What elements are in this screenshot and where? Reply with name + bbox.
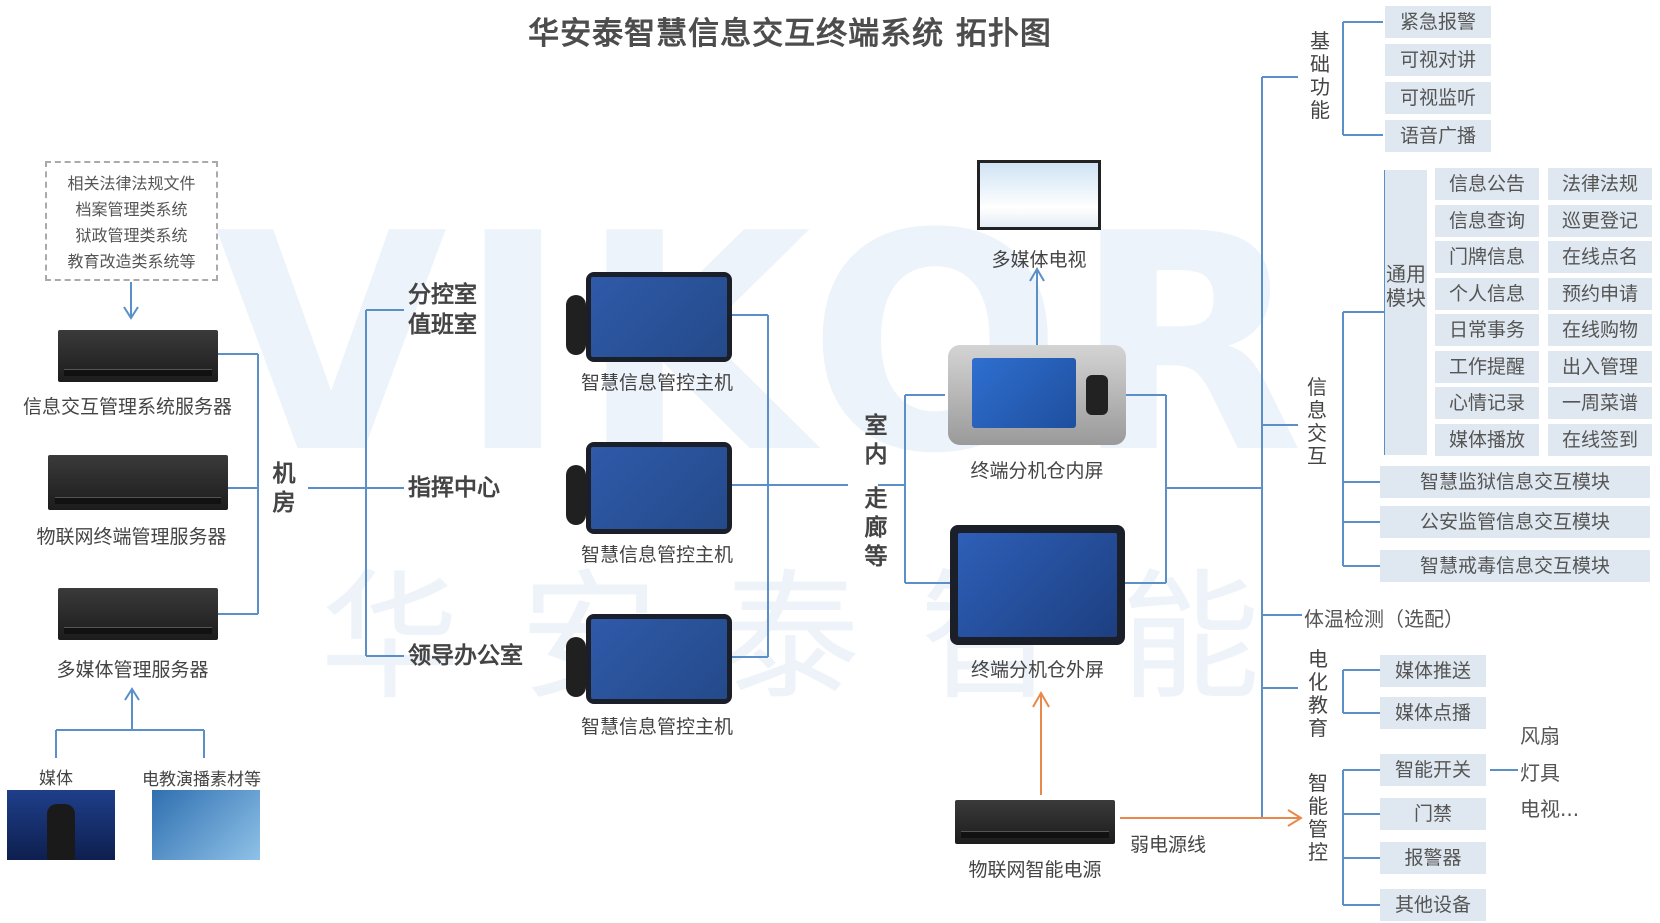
video-intercom-button[interactable]: 可视对讲 xyxy=(1385,44,1491,76)
module-button[interactable]: 门牌信息 xyxy=(1435,241,1539,273)
server-label: 信息交互管理系统服务器 xyxy=(0,392,255,419)
external-system-item: 教育改造类系统等 xyxy=(47,249,216,275)
power-label: 物联网智能电源 xyxy=(950,855,1120,882)
module-button[interactable]: 在线点名 xyxy=(1548,241,1652,273)
smart-control-label: 智能管控 xyxy=(1306,772,1330,864)
info-interaction-label: 信息交互 xyxy=(1305,376,1329,468)
weak-line-label: 弱电源线 xyxy=(1130,830,1206,857)
module-button[interactable]: 一周菜谱 xyxy=(1548,387,1652,419)
external-system-item: 档案管理类系统 xyxy=(47,197,216,223)
handset-icon xyxy=(566,295,586,355)
module-button[interactable]: 日常事务 xyxy=(1435,314,1539,346)
host-screen-icon xyxy=(586,272,732,362)
inner-screen-label: 终端分机仓内屏 xyxy=(950,456,1124,483)
control-room-leader: 领导办公室 xyxy=(408,641,523,671)
host-label: 智慧信息管控主机 xyxy=(560,712,754,739)
rehab-module-button[interactable]: 智慧戒毒信息交互模块 xyxy=(1380,550,1650,582)
module-button[interactable]: 法律法规 xyxy=(1548,168,1652,200)
device-fan-label: 风扇 xyxy=(1520,720,1560,749)
edu-label: 电化教育 xyxy=(1306,648,1330,740)
alarm-device-button[interactable]: 报警器 xyxy=(1380,842,1486,874)
media-label: 媒体 xyxy=(39,764,73,789)
external-system-item: 相关法律法规文件 xyxy=(47,171,216,197)
host-screen-icon xyxy=(586,442,732,534)
power-device-icon xyxy=(955,800,1115,844)
handset-icon xyxy=(566,637,586,697)
module-button[interactable]: 工作提醒 xyxy=(1435,351,1539,383)
module-button[interactable]: 个人信息 xyxy=(1435,278,1539,310)
server-label: 多媒体管理服务器 xyxy=(0,655,265,682)
general-module-col2: 法律法规 巡更登记 在线点名 预约申请 在线购物 出入管理 一周菜谱 在线签到 xyxy=(1548,168,1652,456)
module-button[interactable]: 巡更登记 xyxy=(1548,205,1652,237)
module-button[interactable]: 出入管理 xyxy=(1548,351,1652,383)
tv-label: 多媒体电视 xyxy=(972,245,1106,272)
machine-room-label: 机房 xyxy=(270,460,298,518)
diagram-title: 华安泰智慧信息交互终端系统 拓扑图 xyxy=(0,8,1580,53)
news-image-icon xyxy=(7,790,115,860)
voice-broadcast-button[interactable]: 语音广播 xyxy=(1385,120,1491,152)
emergency-alarm-button[interactable]: 紧急报警 xyxy=(1385,6,1491,38)
video-monitor-button[interactable]: 可视监听 xyxy=(1385,82,1491,114)
server-icon xyxy=(58,588,218,640)
external-systems-box: 相关法律法规文件 档案管理类系统 狱政管理类系统 教育改造类系统等 xyxy=(45,161,218,281)
module-button[interactable]: 在线签到 xyxy=(1548,424,1652,456)
module-button[interactable]: 预约申请 xyxy=(1548,278,1652,310)
module-button[interactable]: 在线购物 xyxy=(1548,314,1652,346)
smart-switch-button[interactable]: 智能开关 xyxy=(1380,754,1486,786)
corridor-label-bottom: 走廊等 xyxy=(862,485,890,572)
server-label: 物联网终端管理服务器 xyxy=(0,522,263,549)
device-light-label: 灯具 xyxy=(1520,757,1560,786)
host-label: 智慧信息管控主机 xyxy=(560,540,754,567)
external-system-item: 狱政管理类系统 xyxy=(47,223,216,249)
access-control-button[interactable]: 门禁 xyxy=(1380,798,1486,830)
module-button[interactable]: 信息查询 xyxy=(1435,205,1539,237)
prison-module-button[interactable]: 智慧监狱信息交互模块 xyxy=(1380,466,1650,498)
outer-terminal-icon xyxy=(950,525,1125,645)
module-button[interactable]: 媒体播放 xyxy=(1435,424,1539,456)
module-button[interactable]: 信息公告 xyxy=(1435,168,1539,200)
media-vod-button[interactable]: 媒体点播 xyxy=(1380,697,1486,729)
device-tv-label: 电视... xyxy=(1520,793,1579,822)
server-icon xyxy=(48,455,228,510)
studio-image-icon xyxy=(152,790,260,860)
media-push-button[interactable]: 媒体推送 xyxy=(1380,655,1486,687)
corridor-label-top: 室内 xyxy=(862,412,890,470)
police-module-button[interactable]: 公安监管信息交互模块 xyxy=(1380,506,1650,538)
general-module-col1: 信息公告 信息查询 门牌信息 个人信息 日常事务 工作提醒 心情记录 媒体播放 xyxy=(1435,168,1539,456)
handset-icon xyxy=(566,465,586,525)
module-button[interactable]: 心情记录 xyxy=(1435,387,1539,419)
general-module-label: 通用模块 xyxy=(1385,170,1427,455)
host-screen-icon xyxy=(586,614,732,704)
control-room-command: 指挥中心 xyxy=(408,473,500,503)
temperature-label: 体温检测（选配） xyxy=(1304,603,1464,632)
tv-icon xyxy=(977,160,1101,230)
basic-function-label: 基础功能 xyxy=(1308,30,1332,122)
other-devices-button[interactable]: 其他设备 xyxy=(1380,889,1486,921)
media-material-label: 电教演播素材等 xyxy=(142,765,261,790)
host-label: 智慧信息管控主机 xyxy=(560,368,754,395)
outer-screen-label: 终端分机仓外屏 xyxy=(950,655,1125,682)
control-room-duty: 分控室值班室 xyxy=(408,280,477,340)
server-icon xyxy=(58,330,218,382)
inner-terminal-icon xyxy=(948,345,1126,445)
